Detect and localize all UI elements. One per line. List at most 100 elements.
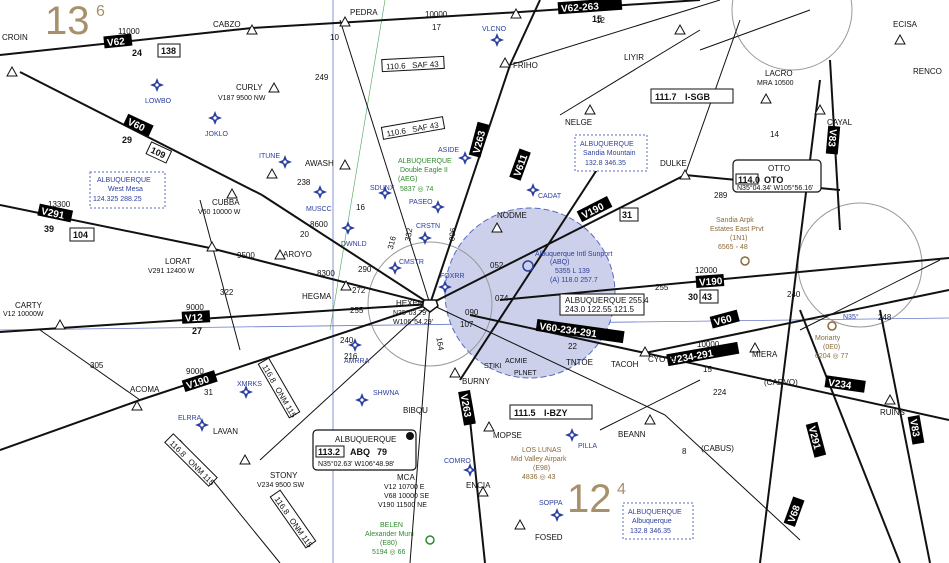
svg-text:248: 248 (878, 313, 892, 322)
airport-sandia[interactable]: Sandia Arpk Estates East Prvt (1N1) 6565… (710, 217, 764, 266)
svg-text:I-BZY: I-BZY (544, 408, 568, 418)
svg-text:V12 10700 E: V12 10700 E (384, 484, 425, 491)
svg-text:VLCNO: VLCNO (482, 26, 507, 33)
svg-text:111.7: 111.7 (655, 92, 677, 102)
fix-aroyo: AROYO (283, 250, 312, 259)
airway-label: V68 (783, 496, 805, 527)
svg-text:V12: V12 (185, 313, 204, 325)
svg-text:FOXRR: FOXRR (440, 273, 465, 280)
svg-text:14: 14 (770, 130, 779, 139)
ils-box-onm-1: 116.8 ONM 115 (257, 357, 301, 420)
svg-text:ALBUQUERQUE: ALBUQUERQUE (580, 141, 634, 148)
airway-label: V60 (123, 113, 154, 137)
airway-label: V60 (709, 309, 740, 329)
airport-belen[interactable]: BELEN Alexander Muni (E80) 5194 ◎ 66 (365, 522, 435, 556)
fix-awash: AWASH (305, 159, 334, 168)
svg-text:090: 090 (465, 308, 479, 317)
class-c-airspace (444, 207, 616, 379)
svg-text:255: 255 (350, 306, 364, 315)
fix-cyote: CYOTE (648, 355, 676, 364)
rnav-waypoints: LOWBO JOKLO ITUNE MUSCC DWNLD CMSTR FOXR… (145, 26, 597, 522)
svg-text:30: 30 (688, 292, 698, 302)
svg-text:20: 20 (300, 230, 309, 239)
airway-label: V190 (695, 274, 725, 289)
radial-labels: 290 316 332 006 052 074 090 107 164 216 … (90, 73, 892, 370)
fix-encia: ENCIA (466, 481, 491, 490)
ils-box-i-bzy: 111.5 I-BZY (509, 404, 593, 420)
fix-dulke: DULKE (660, 159, 687, 168)
svg-text:052: 052 (490, 261, 504, 270)
svg-text:Sandia Arpk: Sandia Arpk (716, 217, 754, 224)
freq-box-albuquerque: ALBUQUERQUE 255.4 243.0 122.55 121.5 (559, 293, 649, 316)
svg-text:ASIDE: ASIDE (438, 147, 459, 154)
svg-text:8300: 8300 (317, 269, 335, 278)
airport-los-lunas[interactable]: LOS LUNAS Mid Valley Airpark (E98) 4836 … (511, 447, 567, 481)
comm-box-albuquerque-south: ALBUQUERQUE Albuquerque 132.8 346.35 (622, 502, 694, 540)
svg-text:9000: 9000 (186, 367, 204, 376)
svg-text:SHWNA: SHWNA (373, 390, 399, 397)
svg-text:124.325 288.25: 124.325 288.25 (93, 196, 142, 203)
svg-text:Moriarty: Moriarty (815, 335, 841, 342)
svg-text:Sandia Mountain: Sandia Mountain (583, 150, 636, 157)
fix-stony: STONY (270, 471, 298, 480)
fix-lacro-sub: MRA 10500 (757, 80, 794, 87)
svg-text:SAF 43: SAF 43 (412, 60, 440, 70)
svg-text:12: 12 (596, 16, 605, 25)
svg-text:(A) 118.0 257.7: (A) 118.0 257.7 (550, 277, 598, 284)
fix-tntoe: TNTOE (566, 358, 593, 367)
svg-text:110.6: 110.6 (386, 61, 406, 71)
svg-text:12000: 12000 (695, 266, 718, 275)
fix-pedra: PEDRA (350, 8, 378, 17)
airway-label: V62 (103, 33, 133, 49)
svg-text:PASEO: PASEO (409, 199, 433, 206)
svg-text:10000: 10000 (697, 340, 720, 349)
svg-text:V611: V611 (512, 153, 530, 179)
svg-text:V68 10000 SE: V68 10000 SE (384, 493, 429, 500)
svg-text:5837 ◎ 74: 5837 ◎ 74 (400, 186, 433, 193)
airport-moriarty[interactable]: Moriarty (0E0) 6204 ◎ 77 (815, 321, 848, 360)
airway-label: V611 (509, 148, 531, 181)
fix-beann: BEANN (618, 430, 646, 439)
fix-lacro: LACRO (765, 69, 793, 78)
svg-text:114.0: 114.0 (738, 175, 760, 185)
mea-values: 11000 10000 13300 9000 9500 8300 8600 90… (48, 10, 720, 376)
svg-text:ALBUQUERQUE 255.4: ALBUQUERQUE 255.4 (565, 296, 649, 305)
airway-label: V291 (37, 203, 74, 223)
fix-labels: CROIN CABZO PEDRA FRIHO CURLY V187 9500 … (2, 8, 942, 542)
vor-otto-box[interactable]: OTTO 114.0 OTO N35°04.34' W105°56.16' (732, 159, 822, 193)
fix-bibqu: BIBQU (403, 406, 428, 415)
fix-nodme: NODME (497, 211, 527, 220)
airport-abq-sunport[interactable]: Albuquerque Intl Sunport (ABQ) 5355 L 13… (522, 251, 612, 284)
svg-text:4836 ◎ 43: 4836 ◎ 43 (522, 474, 555, 481)
svg-text:006: 006 (448, 227, 458, 242)
airway-number-boxes: 138 24 109 15 29 104 39 27 31 43 30 (44, 14, 719, 336)
vor-hexem[interactable]: HEXEM N35°03.79' W106°54.29' (393, 299, 439, 326)
svg-text:238: 238 (297, 178, 311, 187)
vortac-albuquerque-box[interactable]: ALBUQUERQUE 113.2 ABQ 79 N35°02.63' W106… (312, 429, 417, 471)
svg-text:249: 249 (315, 73, 329, 82)
svg-text:8: 8 (682, 447, 687, 456)
airway-label: V190 (576, 196, 613, 223)
svg-text:(E98): (E98) (533, 465, 550, 472)
grid-sup-13: 6 (96, 3, 105, 20)
fix-cabzo: CABZO (213, 20, 241, 29)
svg-text:272: 272 (352, 286, 366, 295)
svg-text:LOS LUNAS: LOS LUNAS (522, 447, 562, 454)
fix-mopse: MOPSE (493, 431, 522, 440)
airport-double-eagle[interactable]: ALBUQUERQUE Double Eagle II (AEG) 5837 ◎… (398, 158, 452, 193)
svg-text:V263: V263 (472, 129, 489, 155)
svg-text:132.8 346.35: 132.8 346.35 (630, 528, 671, 535)
svg-text:ABQ: ABQ (350, 447, 370, 457)
fix-lorat-sub: V291 12400 W (148, 268, 195, 275)
svg-text:(1N1): (1N1) (730, 235, 748, 242)
svg-text:V291: V291 (40, 206, 66, 222)
svg-text:5355 L 139: 5355 L 139 (555, 268, 590, 275)
svg-text:5194 ◎ 66: 5194 ◎ 66 (372, 549, 405, 556)
fix-friho: FRIHO (513, 61, 538, 70)
svg-text:V62: V62 (107, 36, 126, 49)
svg-text:107: 107 (460, 320, 474, 329)
fix-renco: RENCO (913, 67, 942, 76)
svg-text:Albuquerque Intl Sunport: Albuquerque Intl Sunport (535, 251, 612, 258)
svg-text:10000: 10000 (425, 10, 448, 19)
